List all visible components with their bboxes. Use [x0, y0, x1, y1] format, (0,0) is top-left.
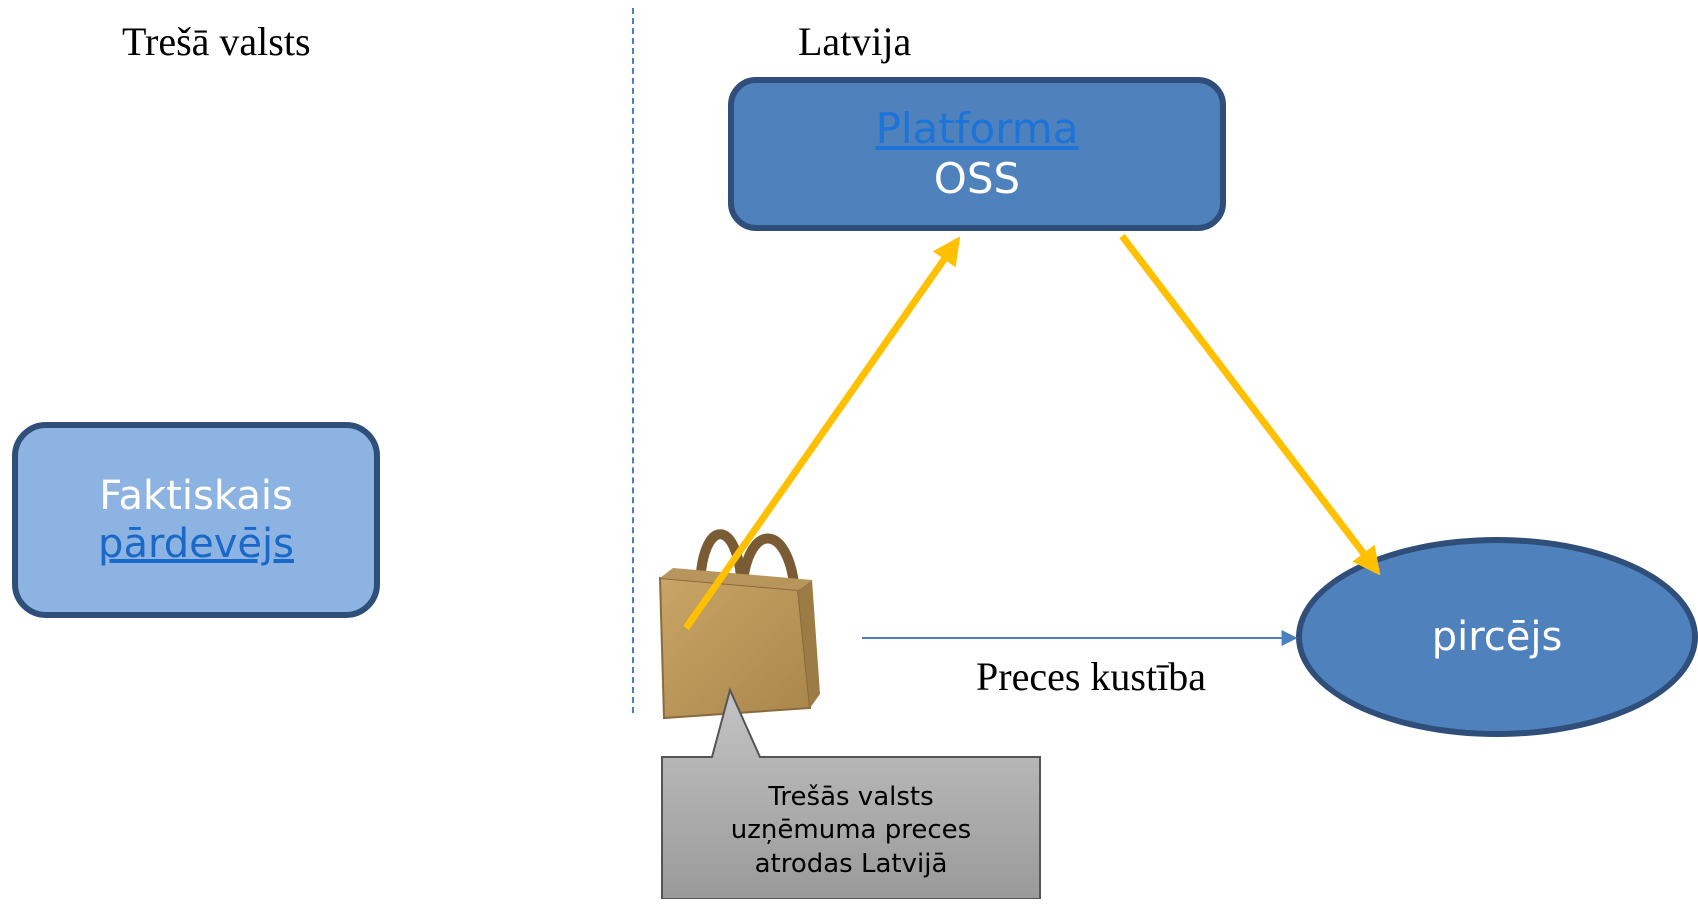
border-divider	[632, 8, 634, 713]
platform-link[interactable]: Platforma	[875, 103, 1079, 153]
region-label-third-country: Trešā valsts	[122, 19, 311, 64]
callout-line-1: Trešās valsts	[768, 782, 934, 812]
platform-box: Platforma OSS	[728, 77, 1226, 231]
goods-movement-label: Preces kustība	[976, 654, 1206, 699]
buyer-label: pircējs	[1431, 614, 1563, 660]
callout-line-2: uzņēmuma preces	[730, 815, 972, 846]
seller-link[interactable]: pārdevējs	[98, 521, 294, 567]
callout-shape	[661, 687, 1041, 899]
region-label-latvia: Latvija	[798, 19, 912, 64]
arrow-platform-to-buyer	[1119, 233, 1381, 576]
seller-label: Faktiskais	[99, 473, 293, 519]
arrow-goods-to-platform	[683, 236, 961, 631]
seller-box: Faktiskais pārdevējs	[12, 422, 380, 618]
platform-oss-label: OSS	[933, 154, 1021, 203]
callout-text: Trešās valsts uzņēmuma preces atrodas La…	[662, 757, 1040, 917]
callout-line-3: atrodas Latvijā	[754, 848, 948, 879]
